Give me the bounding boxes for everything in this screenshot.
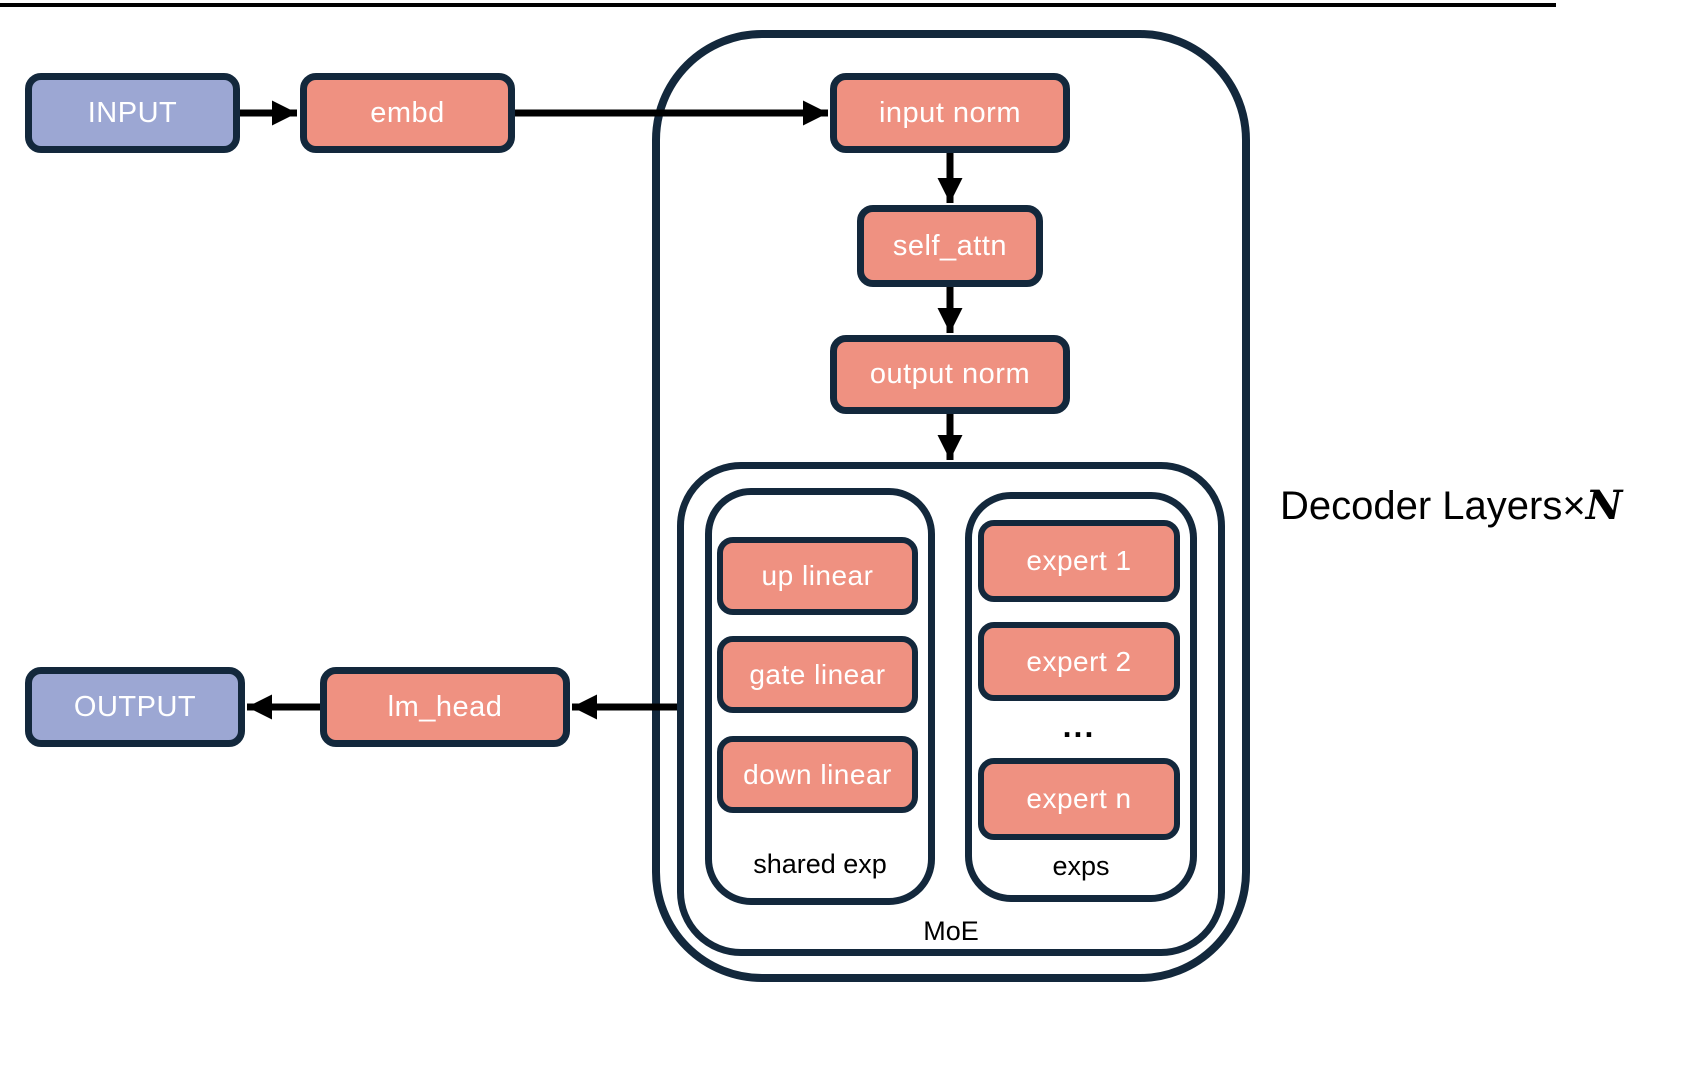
down-linear-box-label: down linear (743, 758, 892, 790)
output-box: OUTPUT (25, 667, 245, 747)
up-linear-box-label: up linear (761, 560, 874, 591)
decoder-layers-label: Decoder Layers×N (1280, 482, 1623, 529)
expert-n-box: expert n (978, 758, 1180, 840)
down-linear-box: down linear (717, 736, 918, 813)
input-box-label: INPUT (87, 96, 178, 129)
shared-exp-label: shared exp (753, 849, 887, 879)
expert-1-box-label: expert 1 (1026, 545, 1132, 576)
embd-box: embd (300, 73, 515, 153)
gate-linear-box: gate linear (717, 636, 918, 713)
moe-label: MoE (923, 916, 979, 946)
decoder-layers-title: Decoder Layers (1280, 484, 1563, 528)
expert-n-box-label: expert n (1026, 783, 1132, 814)
output-norm-box-label: output norm (869, 358, 1031, 390)
shared-exp-container (705, 488, 935, 905)
lm-head-box: lm_head (320, 667, 570, 747)
self-attn-box-label: self_attn (892, 229, 1008, 262)
input-box: INPUT (25, 73, 240, 153)
embd-box-label: embd (370, 96, 445, 129)
gate-linear-box-label: gate linear (749, 658, 886, 690)
n-symbol: N (1585, 482, 1623, 529)
moe-container (677, 462, 1225, 956)
self-attn-box: self_attn (857, 205, 1043, 287)
exps-label: exps (1052, 851, 1110, 881)
up-linear-box: up linear (717, 537, 918, 615)
expert-2-box-label: expert 2 (1026, 645, 1132, 677)
input-norm-box-label: input norm (878, 96, 1021, 129)
experts-ellipsis: ... (1062, 708, 1096, 744)
input-norm-box: input norm (830, 73, 1070, 153)
output-box-label: OUTPUT (73, 690, 197, 723)
top-border-line (0, 3, 1556, 7)
expert-1-box: expert 1 (978, 520, 1180, 602)
expert-2-box: expert 2 (978, 622, 1180, 701)
output-norm-box: output norm (830, 335, 1070, 414)
decoder-layers-container (652, 30, 1250, 982)
times-symbol: × (1562, 484, 1586, 528)
lm-head-box-label: lm_head (387, 690, 503, 723)
exps-container (965, 492, 1197, 902)
